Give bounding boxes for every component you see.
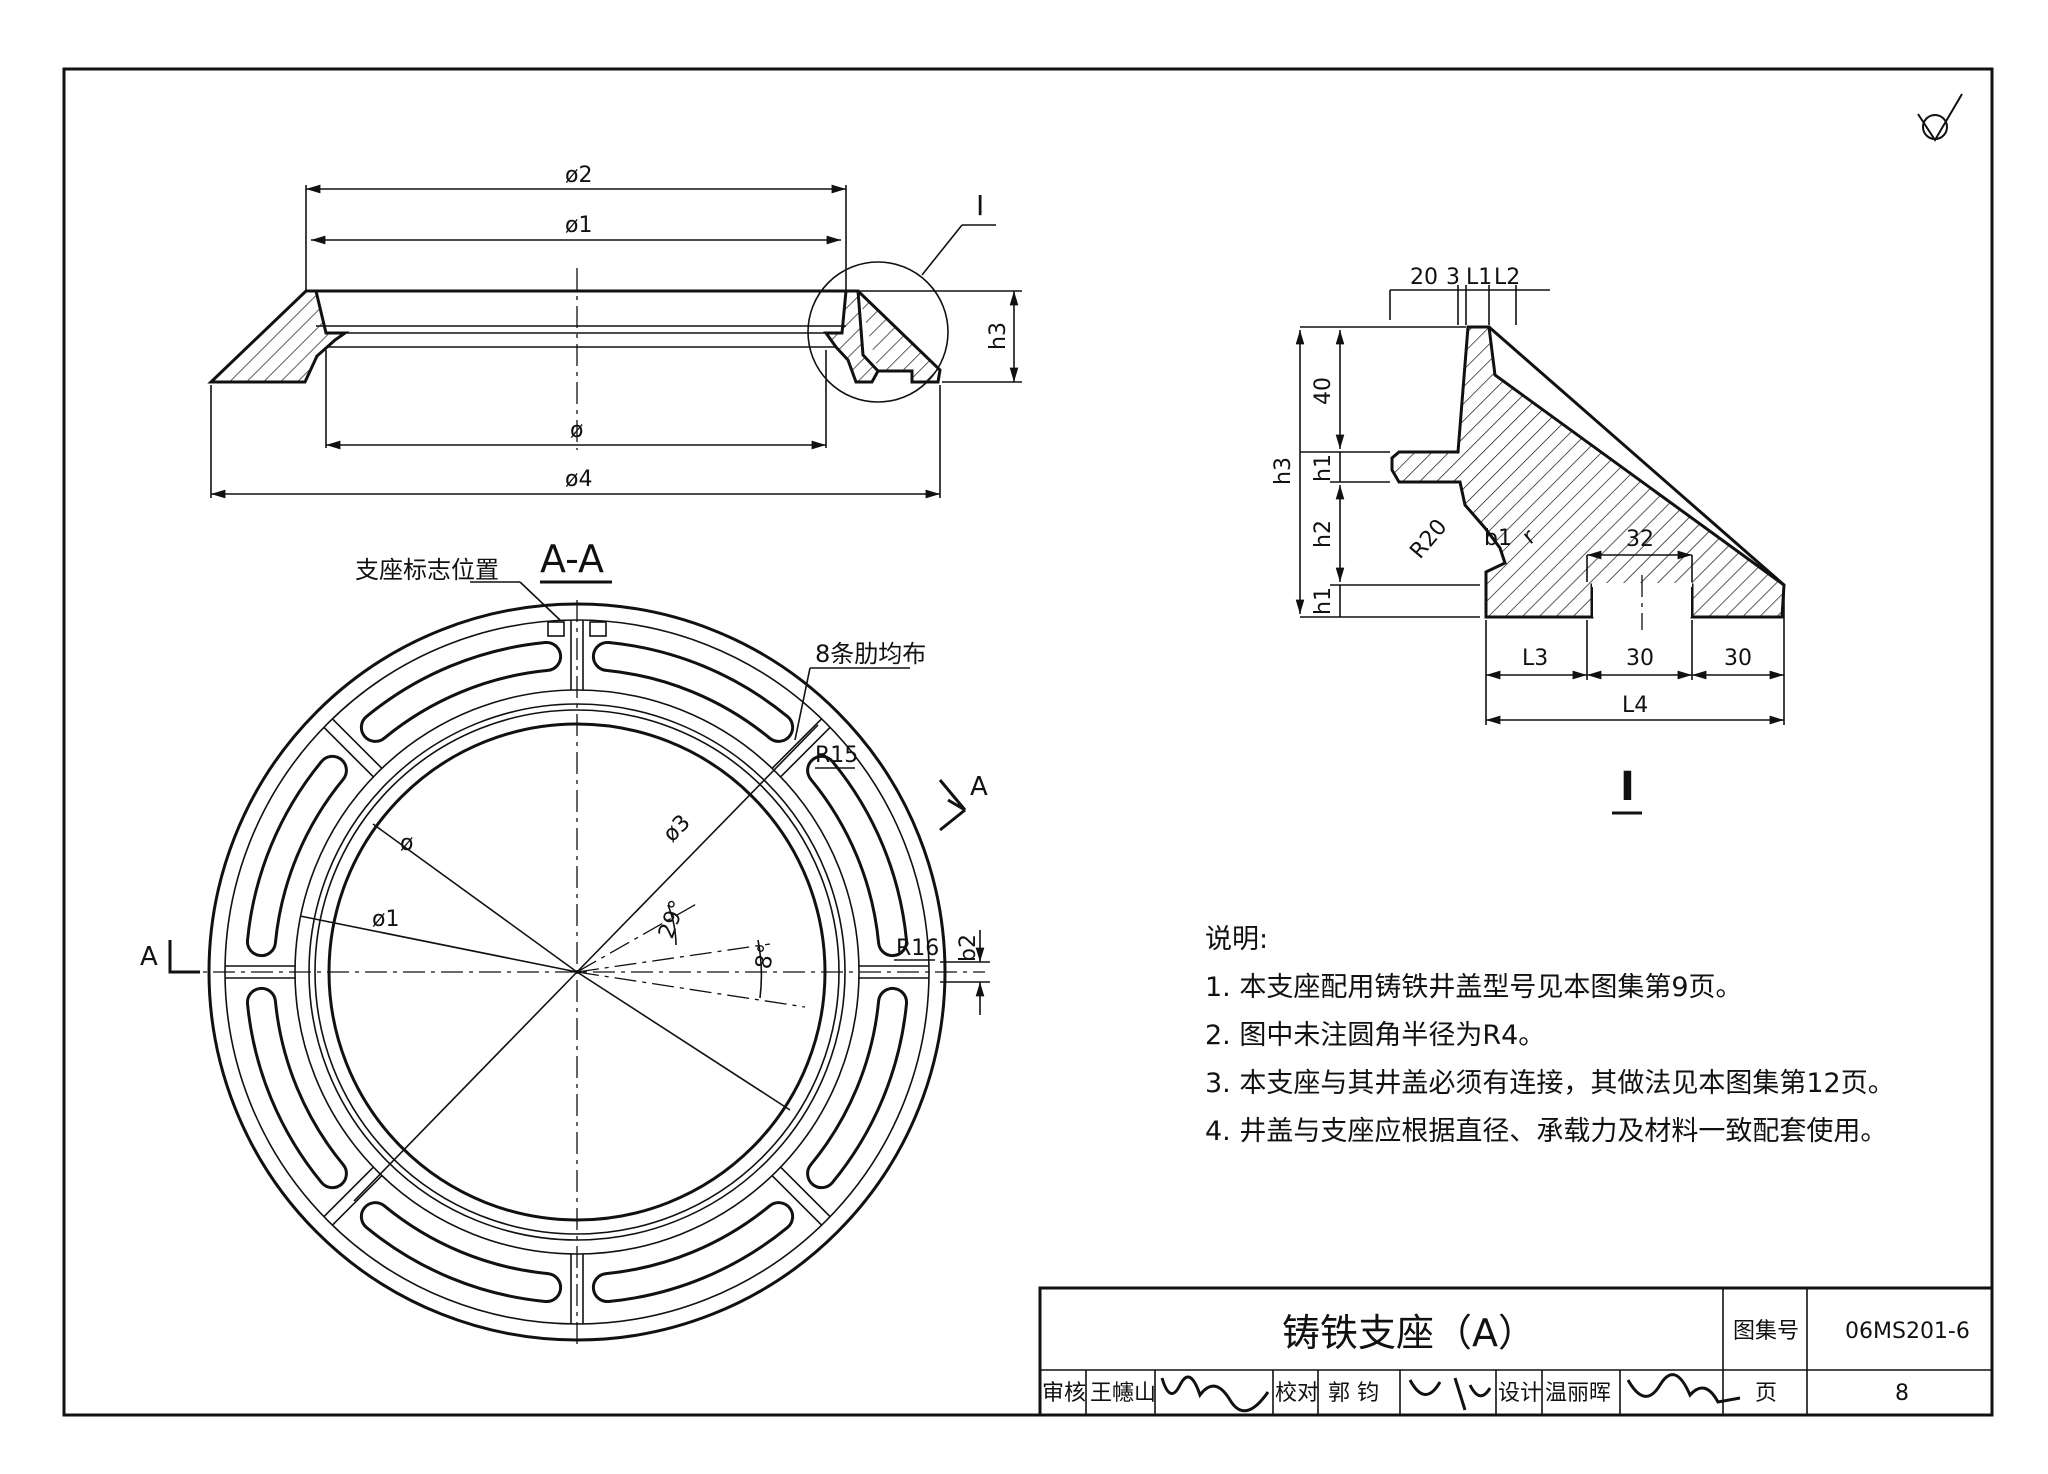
rib-line (771, 1175, 823, 1226)
detail-40: 40 (1311, 377, 1336, 405)
checker-signature (1408, 1377, 1492, 1411)
ribs-label: 8条肋均布 (815, 640, 926, 668)
note-4: 4. 井盖与支座应根据直径、承载力及材料一致配套使用。 (1205, 1116, 1887, 1147)
detail-h2: h2 (1311, 520, 1336, 548)
rib-line (780, 726, 831, 778)
plan-phi1-label: ø1 (372, 907, 399, 932)
atlas-label: 图集号 (1733, 1319, 1799, 1344)
detail-ref-label: I (976, 189, 984, 222)
rib-slot (591, 641, 795, 743)
reviewer-signature (1160, 1375, 1270, 1413)
rib-line (771, 718, 823, 769)
design-label: 设计 (1498, 1381, 1542, 1406)
detail-h1-bottom: h1 (1311, 587, 1336, 615)
rib-slot (806, 986, 908, 1190)
rib-line (780, 1166, 831, 1218)
rib-slot (246, 986, 348, 1190)
dim-phi4: ø4 (565, 467, 592, 492)
detail-r20: R20 (1405, 515, 1452, 564)
detail-32: 32 (1626, 527, 1654, 552)
dim-phi: ø (570, 418, 583, 443)
review-label: 审核 (1042, 1381, 1086, 1406)
dim-phi1: ø1 (565, 213, 592, 238)
atlas-number: 06MS201-6 (1845, 1319, 1970, 1344)
plan-view: A-A 支座标志位置 ø ø1 ø3 29° 8° 8条肋均布 (140, 537, 990, 1345)
detail-top-l2: L2 (1494, 265, 1520, 290)
detail-h1: h1 (1311, 454, 1336, 482)
detail-b1: b1 (1484, 526, 1512, 551)
notes-block: 说明: 1. 本支座配用铸铁井盖型号见本图集第9页。 2. 图中未注圆角半径为R… (1205, 924, 1895, 1147)
designer-signature (1626, 1373, 1741, 1404)
rib-slot (359, 1201, 562, 1303)
check-label: 校对 (1275, 1381, 1319, 1406)
detail-view: h3 40 h1 h2 h1 20 3 L1 L2 R20 b1 r 32 (1271, 265, 1786, 815)
dim-h3-elevation: h3 (986, 322, 1011, 350)
dim-phi2: ø2 (565, 163, 592, 188)
detail-l3: L3 (1522, 646, 1548, 671)
detail-top-3: 3 (1446, 265, 1460, 290)
elevation-view: ø2 ø1 ø ø4 I h3 (207, 163, 1022, 499)
drawing-frame (62, 67, 1994, 1417)
plan-phi3-label: ø3 (659, 810, 696, 847)
reviewer-name: 王幰山 (1090, 1381, 1156, 1406)
checker-name: 郭 钧 (1328, 1381, 1379, 1406)
page-number: 8 (1895, 1381, 1909, 1406)
detail-l4: L4 (1622, 693, 1648, 718)
rib-line (323, 1166, 374, 1218)
section-mark-left: A (140, 942, 158, 972)
r16-label: R16 (896, 936, 939, 961)
section-mark-right: A (970, 772, 988, 802)
rib-line (331, 718, 383, 769)
notes-title: 说明: (1205, 924, 1268, 955)
detail-top-l1: L1 (1466, 265, 1492, 290)
note-2: 2. 图中未注圆角半径为R4。 (1205, 1020, 1545, 1051)
page-label: 页 (1755, 1381, 1777, 1406)
detail-circle (807, 261, 949, 403)
b2-label: b2 (956, 934, 981, 962)
r15-label: R15 (815, 743, 858, 768)
section-title: A-A (540, 537, 604, 581)
angle-8-label: 8° (751, 942, 780, 971)
detail-title: I (1620, 764, 1635, 810)
rib-slot (359, 641, 563, 743)
rib-slot (806, 754, 908, 958)
note-1: 1. 本支座配用铸铁井盖型号见本图集第9页。 (1205, 972, 1743, 1003)
detail-top-20: 20 (1410, 265, 1438, 290)
detail-30b: 30 (1724, 646, 1752, 671)
drawing-title: 铸铁支座（A） (1282, 1311, 1536, 1355)
rib-line (323, 726, 374, 778)
detail-30a: 30 (1626, 646, 1654, 671)
rib-line (331, 1175, 383, 1226)
ribs-group (225, 620, 929, 1324)
roughness-symbol-icon (1917, 93, 1963, 142)
plan-phi-label: ø (400, 831, 413, 856)
note-3: 3. 本支座与其井盖必须有连接，其做法见本图集第12页。 (1205, 1068, 1895, 1099)
detail-h3: h3 (1271, 457, 1296, 485)
rib-slot (246, 754, 348, 958)
designer-name: 温丽晖 (1545, 1381, 1611, 1406)
slots-group (246, 641, 908, 1303)
marker-position-label: 支座标志位置 (355, 556, 499, 584)
title-block: 铸铁支座（A） 图集号 06MS201-6 审核 王幰山 校对 郭 钧 设计 温… (1038, 1286, 1994, 1417)
rib-slot (592, 1201, 795, 1303)
